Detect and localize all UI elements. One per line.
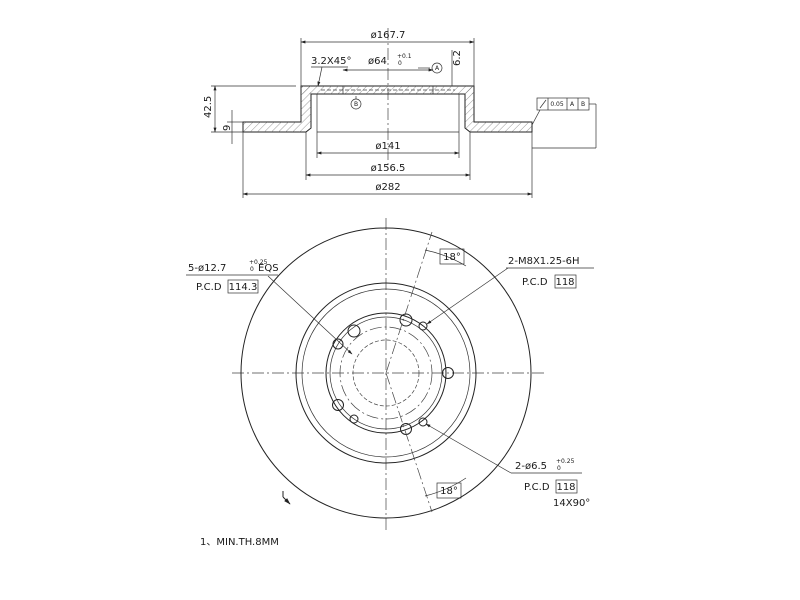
- section-hatch-left-wall: [301, 86, 311, 132]
- svg-text:A: A: [570, 101, 575, 108]
- angle-top: 18°: [443, 252, 461, 263]
- dim-dia-outer: ø282: [375, 182, 400, 193]
- pcd-circle: [339, 326, 433, 420]
- svg-text:+0.25: +0.25: [249, 259, 268, 266]
- svg-text:0: 0: [398, 60, 402, 67]
- svg-text:B: B: [581, 101, 585, 108]
- center-bore-circle: [352, 339, 420, 407]
- feature-control-frame: 0.05 A B: [531, 97, 597, 149]
- dim-hat-thickness: 6.2: [452, 50, 463, 66]
- bolt-hole: [332, 338, 344, 350]
- svg-text:0: 0: [557, 465, 561, 472]
- threaded-hole: [399, 313, 413, 327]
- section-view: ø167.7 ø64 +0.1 0 3.2X45° A 6.2 B 42.5 9: [203, 28, 597, 198]
- pcd-label-2: P.C.D: [522, 277, 548, 288]
- datum-a-symbol: [431, 62, 443, 74]
- pin-hole: [418, 417, 428, 427]
- bolt-hole: [349, 414, 359, 424]
- hat-outer-circle: [301, 288, 471, 458]
- pcd-value-1: 114.3: [229, 282, 258, 293]
- angle-bottom: 18°: [440, 486, 458, 497]
- svg-text:+0.25: +0.25: [556, 458, 575, 465]
- disc-outer-circle: [240, 227, 532, 519]
- dim-chamfer: 3.2X45°: [311, 56, 351, 67]
- hat-inner-circle: [325, 312, 447, 434]
- threaded-hole: [418, 321, 428, 331]
- bolt-hole: [442, 367, 454, 379]
- pcd-label-3: P.C.D: [524, 482, 550, 493]
- note-min-thickness: 1、MIN.TH.8MM: [200, 537, 279, 548]
- rotation-arrow-icon: [282, 491, 291, 505]
- pcd-label-1: P.C.D: [196, 282, 222, 293]
- dim-disc-thickness: 9: [222, 125, 233, 131]
- svg-text:B: B: [354, 101, 358, 108]
- angle-bottom-box: [436, 482, 462, 499]
- dim-dia-center: ø64: [368, 56, 387, 67]
- angle-top-box: [439, 248, 465, 265]
- pcd-value-3: 118: [556, 482, 575, 493]
- callout-bolt-holes: 5-ø12.7: [188, 263, 226, 274]
- dim-dia-hat-outer: ø156.5: [371, 163, 406, 174]
- chamfer-note: 14X90°: [553, 498, 590, 509]
- pcd-value-2: 118: [555, 277, 574, 288]
- svg-text:0.05: 0.05: [550, 101, 564, 108]
- friction-ring-inner-circle: [295, 282, 477, 464]
- bolt-hole: [332, 399, 344, 411]
- bolt-hole: [347, 324, 361, 338]
- callout-pin-holes: 2-ø6.5: [515, 461, 547, 472]
- dim-dia-inner: ø141: [375, 141, 400, 152]
- dim-dia-hat: ø167.7: [371, 30, 406, 41]
- bolt-holes: [332, 324, 454, 424]
- section-hatch-right-flange: [474, 122, 532, 132]
- dim-height-total: 42.5: [203, 96, 214, 118]
- section-hatch-right-wall: [465, 86, 474, 132]
- svg-text:A: A: [435, 65, 440, 72]
- svg-text:+0.1: +0.1: [397, 53, 412, 60]
- section-hatch-left-flange: [243, 122, 301, 132]
- callout-threaded-holes: 2-M8X1.25-6H: [508, 256, 580, 267]
- front-view: 18° 18° 5-ø12.7 +0.25 0 EQS P.C.D 114.3 …: [186, 218, 594, 530]
- svg-text:0: 0: [250, 266, 254, 273]
- svg-text:EQS: EQS: [258, 263, 279, 274]
